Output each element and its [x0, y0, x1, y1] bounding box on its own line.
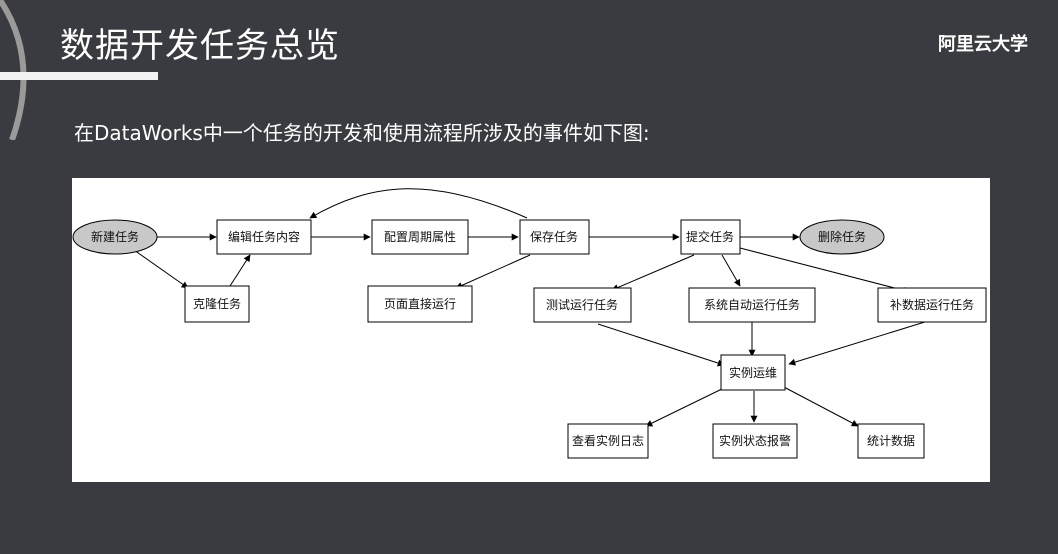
title-underline — [0, 72, 158, 80]
diagram-edges — [133, 188, 929, 427]
node-alert: 实例状态报警 — [719, 433, 791, 448]
node-save-task: 保存任务 — [530, 229, 578, 244]
node-submit-task-shape — [680, 219, 741, 255]
node-page-run-shape — [367, 285, 473, 323]
intro-text: 在DataWorks中一个任务的开发和使用流程所涉及的事件如下图: — [74, 121, 650, 145]
node-edit-task: 编辑任务内容 — [228, 229, 300, 244]
node-statistics-shape — [857, 423, 925, 459]
edge-clone-to-edit — [229, 254, 251, 287]
node-config-period-shape — [371, 219, 469, 255]
node-delete-task-shape — [799, 219, 885, 255]
node-instance-ops-shape — [720, 354, 786, 391]
edge-ops-to-stats — [781, 385, 859, 427]
edge-test-to-ops — [597, 323, 725, 367]
node-delete-task: 删除任务 — [818, 229, 866, 244]
node-instance-ops: 实例运维 — [729, 365, 777, 380]
edge-ops-to-log — [645, 385, 729, 427]
node-backfill-run-shape — [877, 287, 987, 323]
node-auto-run: 系统自动运行任务 — [704, 297, 800, 312]
node-config-period: 配置周期属性 — [384, 230, 456, 244]
node-view-log: 查看实例日志 — [572, 433, 644, 448]
node-view-log-shape — [567, 423, 649, 459]
node-new-task-shape — [72, 219, 158, 255]
node-backfill-run: 补数据运行任务 — [890, 297, 974, 312]
flow-diagram: 新建任务 编辑任务内容 克隆任务 配置周期属性 保存任务 页面直接运行 提交任务… — [72, 178, 990, 482]
node-save-task-shape — [519, 219, 590, 255]
edge-submit-to-backfill — [739, 247, 911, 294]
node-new-task: 新建任务 — [91, 229, 139, 244]
node-alert-shape — [712, 423, 798, 459]
edge-save-to-pagerun — [455, 254, 531, 289]
page-title: 数据开发任务总览 — [60, 26, 340, 66]
brand-logo-text: 阿里云大学 — [938, 34, 1028, 55]
diagram-nodes — [72, 219, 987, 459]
decorative-corner-arc — [0, 0, 27, 140]
node-submit-task: 提交任务 — [686, 229, 734, 244]
node-clone-task-shape — [184, 285, 250, 323]
edge-submit-to-auto — [721, 254, 741, 287]
node-statistics: 统计数据 — [867, 433, 915, 448]
node-test-run: 测试运行任务 — [546, 297, 618, 312]
edge-save-back-to-edit — [309, 188, 528, 219]
edge-backfill-to-ops — [788, 320, 929, 366]
node-test-run-shape — [533, 287, 632, 323]
node-auto-run-shape — [688, 287, 816, 323]
node-page-run: 页面直接运行 — [384, 296, 456, 311]
node-edit-task-shape — [216, 219, 312, 255]
node-clone-task: 克隆任务 — [193, 296, 241, 311]
edge-new-to-clone — [133, 249, 189, 289]
edge-submit-to-test — [611, 254, 695, 291]
